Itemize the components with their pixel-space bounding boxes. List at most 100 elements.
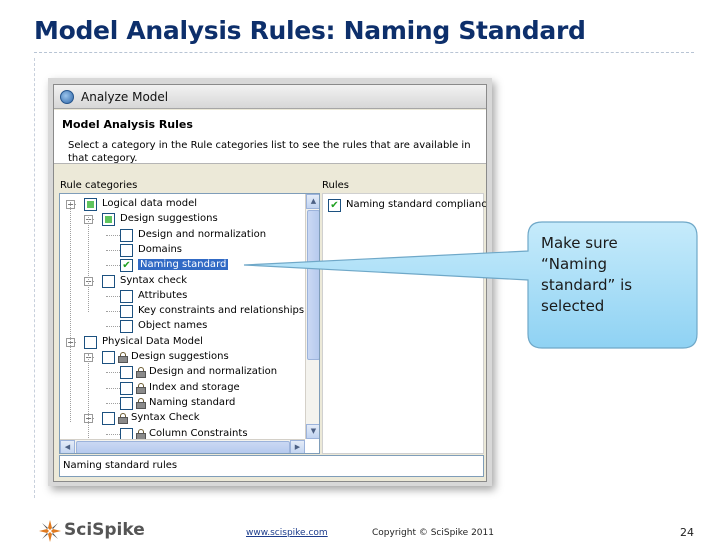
tree-checkbox[interactable] bbox=[102, 351, 115, 364]
tree-node[interactable]: Index and storage bbox=[60, 381, 305, 396]
tree-node-label: Naming standard bbox=[149, 396, 236, 408]
tree-checkbox[interactable]: ✔ bbox=[120, 259, 133, 273]
lock-icon bbox=[136, 428, 146, 440]
callout-line: selected bbox=[541, 297, 605, 315]
tree-guide-line bbox=[106, 402, 120, 404]
tree-node-label: Attributes bbox=[138, 289, 188, 301]
analyze-model-dialog: Analyze Model Model Analysis Rules Selec… bbox=[53, 84, 487, 482]
tree-checkbox[interactable] bbox=[84, 198, 97, 211]
rule-label: Naming standard compliance bbox=[346, 199, 487, 210]
tree-node[interactable]: −Physical Data Model bbox=[60, 335, 305, 350]
footer-copyright: Copyright © SciSpike 2011 bbox=[372, 528, 494, 538]
tree-checkbox[interactable] bbox=[120, 243, 133, 257]
scroll-left-button[interactable]: ◀ bbox=[60, 440, 75, 453]
tree-node[interactable]: Design and normalization bbox=[60, 365, 305, 380]
tree-checkbox[interactable] bbox=[120, 228, 133, 242]
tree-checkbox[interactable] bbox=[102, 274, 115, 288]
lock-icon bbox=[136, 382, 146, 394]
vertical-scrollbar[interactable]: ▲ ▼ bbox=[305, 194, 319, 439]
tree-guide-line bbox=[88, 217, 89, 312]
tree-node-label: Design and normalization bbox=[149, 366, 278, 378]
tree-node[interactable]: −Syntax check bbox=[60, 274, 305, 289]
tree-node-label: Design and normalization bbox=[138, 228, 267, 240]
tree-node-label: Logical data model bbox=[102, 198, 198, 209]
callout-text: Make sure “Naming standard” is selected bbox=[541, 233, 683, 317]
tree-guide-line bbox=[88, 354, 89, 444]
vertical-scroll-thumb[interactable] bbox=[307, 210, 319, 360]
tree-node-label: Column Constraints bbox=[149, 427, 248, 439]
footer-website-link[interactable]: www.scispike.com bbox=[246, 528, 328, 538]
rule-description-text: Naming standard rules bbox=[63, 460, 178, 471]
horizontal-scroll-thumb[interactable] bbox=[76, 441, 290, 453]
scroll-up-button[interactable]: ▲ bbox=[306, 194, 319, 209]
tree-node-label: Naming standard bbox=[138, 259, 229, 271]
tree-guide-line bbox=[106, 372, 120, 374]
rules-list[interactable]: ✔ Naming standard compliance bbox=[322, 193, 486, 454]
tree-node[interactable]: −Logical data model bbox=[60, 197, 305, 212]
lock-icon bbox=[118, 352, 128, 363]
tree-node[interactable]: Object names bbox=[60, 319, 305, 334]
callout-line: Make sure bbox=[541, 234, 618, 252]
callout-line: standard” is bbox=[541, 276, 633, 294]
tree-guide-line bbox=[106, 387, 120, 389]
horizontal-scrollbar[interactable]: ◀ ▶ bbox=[60, 439, 305, 453]
slide-title: Model Analysis Rules: Naming Standard bbox=[34, 16, 586, 45]
tree-node-label: Design suggestions bbox=[120, 213, 218, 225]
tree-node[interactable]: Key constraints and relationships bbox=[60, 304, 305, 319]
logo-text: SciSpike bbox=[64, 520, 145, 540]
lock-icon bbox=[136, 397, 146, 409]
header-title: Model Analysis Rules bbox=[62, 118, 193, 131]
dialog-header: Model Analysis Rules Select a category i… bbox=[54, 110, 486, 164]
tree-guide-line bbox=[106, 234, 120, 236]
tree-node[interactable]: Attributes bbox=[60, 289, 305, 304]
tree-node[interactable]: −Syntax Check bbox=[60, 411, 305, 426]
tree-node-label: Syntax check bbox=[120, 274, 188, 286]
lock-icon bbox=[118, 413, 128, 425]
page-number: 24 bbox=[680, 526, 694, 539]
tree-guide-line bbox=[106, 326, 120, 328]
tree-checkbox[interactable] bbox=[120, 381, 133, 395]
tree-guide-line bbox=[70, 202, 71, 422]
callout-line: “Naming bbox=[541, 255, 607, 273]
tree-checkbox[interactable] bbox=[84, 335, 97, 349]
tree-node[interactable]: −Design suggestions bbox=[60, 350, 305, 365]
header-description: Select a category in the Rule categories… bbox=[68, 140, 471, 164]
rule-checkbox[interactable]: ✔ bbox=[328, 199, 341, 212]
scispike-logo-icon bbox=[39, 520, 61, 542]
dialog-title: Analyze Model bbox=[81, 89, 169, 104]
tree-checkbox[interactable] bbox=[120, 289, 133, 303]
tree-node-label: Key constraints and relationships bbox=[138, 305, 305, 317]
dialog-titlebar[interactable]: Analyze Model bbox=[54, 85, 486, 109]
tree-node-label: Domains bbox=[138, 243, 183, 255]
title-divider bbox=[34, 52, 694, 53]
app-icon bbox=[60, 89, 74, 104]
tree-guide-line bbox=[106, 295, 120, 297]
tree-checkbox[interactable] bbox=[120, 366, 133, 380]
tree-guide-line bbox=[106, 433, 120, 435]
tree-node-label: Physical Data Model bbox=[102, 335, 203, 347]
tree-checkbox[interactable] bbox=[120, 305, 133, 319]
tree-checkbox[interactable] bbox=[120, 320, 133, 334]
tree-node-label: Syntax Check bbox=[131, 412, 200, 424]
tree-guide-line bbox=[106, 311, 120, 313]
tree-node-label: Index and storage bbox=[149, 381, 240, 393]
tree-node[interactable]: −Design suggestions bbox=[60, 212, 305, 227]
rule-categories-label: Rule categories bbox=[60, 180, 138, 191]
tree-node-label: Design suggestions bbox=[131, 351, 229, 362]
tree-guide-line bbox=[106, 249, 120, 251]
rule-description-field[interactable]: Naming standard rules bbox=[59, 455, 484, 477]
tree-node[interactable]: Design and normalization bbox=[60, 228, 305, 243]
rule-item[interactable]: ✔ Naming standard compliance bbox=[328, 198, 486, 213]
tree-checkbox[interactable] bbox=[102, 213, 115, 227]
left-divider bbox=[34, 58, 35, 498]
tree-node[interactable]: ✔ Naming standard bbox=[60, 258, 305, 273]
tree-guide-line bbox=[106, 265, 120, 267]
tree-checkbox[interactable] bbox=[102, 412, 115, 426]
lock-icon bbox=[136, 367, 146, 379]
scroll-down-button[interactable]: ▼ bbox=[306, 424, 319, 439]
tree-checkbox[interactable] bbox=[120, 396, 133, 410]
tree-node[interactable]: Domains bbox=[60, 243, 305, 258]
tree-node[interactable]: Naming standard bbox=[60, 396, 305, 411]
scroll-right-button[interactable]: ▶ bbox=[290, 440, 305, 453]
